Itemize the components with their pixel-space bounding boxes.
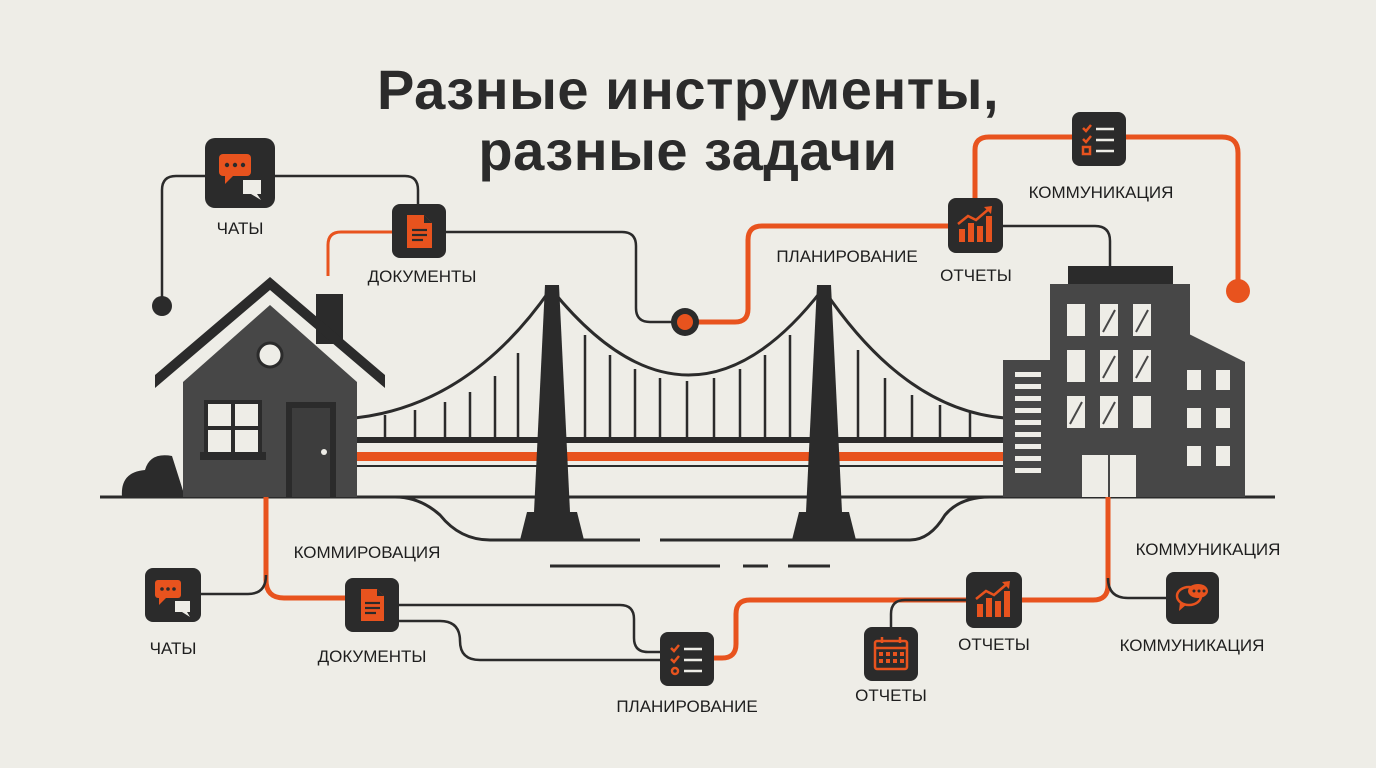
chat-icon[interactable] [1166,572,1219,624]
label-documents-top: ДОКУМЕНТЫ [367,267,477,286]
label-documents-bottom: ДОКУМЕНТЫ [317,647,427,666]
label-reports-top: ОТЧЕТЫ [940,266,1012,285]
label-chats-top: ЧАТЫ [216,219,264,238]
bar-chart-icon[interactable] [966,572,1022,628]
chat-icon[interactable] [205,138,275,208]
label-commirovation: КОММИРОВАЦИЯ [293,543,441,562]
start-node [152,296,172,316]
label-communication-bottom: КОММУНИКАЦИЯ [1119,636,1265,655]
chat-icon[interactable] [145,568,201,622]
label-planning-top: ПЛАНИРОВАНИЕ [776,247,918,266]
office-building-icon [1003,266,1245,497]
document-icon[interactable] [345,578,399,632]
label-reports-calendar: ОТЧЕТЫ [855,686,927,705]
calendar-icon[interactable] [864,627,918,681]
title-line-2: разные задачи [478,119,898,182]
title-line-1: Разные инструменты, [376,58,1000,121]
label-communication-top: КОММУНИКАЦИЯ [1028,183,1174,202]
bridge-icon [354,285,1006,540]
junction-node-core [677,314,693,330]
end-node [1226,279,1250,303]
checklist-icon[interactable] [660,632,714,686]
connector-lines [160,134,1241,662]
house-icon [121,277,385,497]
label-chats-bottom: ЧАТЫ [149,639,197,658]
document-icon[interactable] [392,204,446,258]
road-lines [340,495,1010,568]
bar-chart-icon[interactable] [948,198,1003,253]
label-communication-bottom-top: КОММУНИКАЦИЯ [1135,540,1281,559]
checklist-icon[interactable] [1072,112,1126,166]
label-reports-bottom: ОТЧЕТЫ [958,635,1030,654]
label-planning-bottom: ПЛАНИРОВАНИЕ [616,697,758,716]
